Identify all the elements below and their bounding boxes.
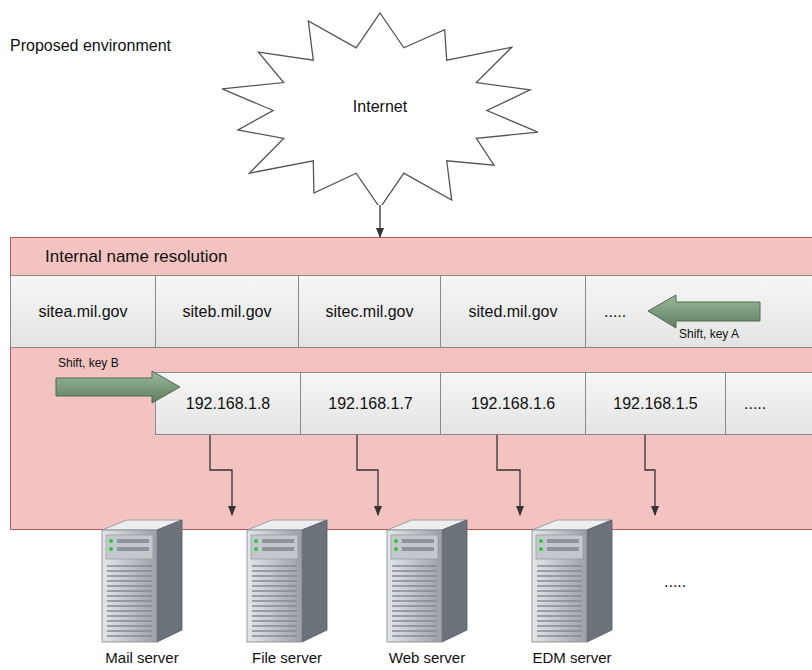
server-node: EDM server [525,515,665,667]
arrow-connector [379,205,380,237]
key-label: Shift, key B [58,356,119,370]
server-name: File server [212,649,362,667]
table-cell: sited.mil.gov [440,275,586,348]
server-name: Mail server [67,649,217,667]
node-label: ..... [604,302,626,321]
diagram-title-label: Proposed environment [10,36,171,55]
node-label: Internet [353,97,407,116]
node-label: 192.168.1.7 [328,394,413,413]
table-cell: sitec.mil.gov [298,275,441,348]
server-name: Web server [352,649,502,667]
ellipsis-label: ..... [664,572,686,591]
table-cell: ..... [725,372,812,435]
server-icon [245,518,330,644]
table-cell: 192.168.1.6 [440,372,586,435]
server-name: EDM server [497,649,647,667]
node-label: ..... [744,394,766,413]
arrow-connector [645,435,655,515]
server-node: Web server [380,515,525,667]
table-cell: sitea.mil.gov [10,275,156,348]
server-icon [100,518,185,644]
node-label: sitec.mil.gov [325,302,413,321]
node-label: 192.168.1.5 [613,394,698,413]
node-label: sitea.mil.gov [39,302,128,321]
node-label: 192.168.1.8 [186,394,271,413]
server-node: File server [240,515,385,667]
server-node: Mail server [95,515,240,667]
server-icon [530,518,615,644]
region-title: Internal name resolution [45,247,227,267]
arrow-connector [210,435,232,515]
table-cell: siteb.mil.gov [155,275,299,348]
node-label: 192.168.1.6 [471,394,556,413]
table-cell: 192.168.1.8 [155,372,301,435]
node-label: siteb.mil.gov [183,302,272,321]
table-cell: 192.168.1.7 [300,372,441,435]
arrow-connector [357,435,378,515]
arrow-connector [497,435,520,515]
cloud-shape: Internet [215,8,545,205]
key-label: Shift, key A [679,327,739,341]
node-label: sited.mil.gov [469,302,558,321]
server-icon [385,518,470,644]
table-cell: 192.168.1.5 [585,372,726,435]
